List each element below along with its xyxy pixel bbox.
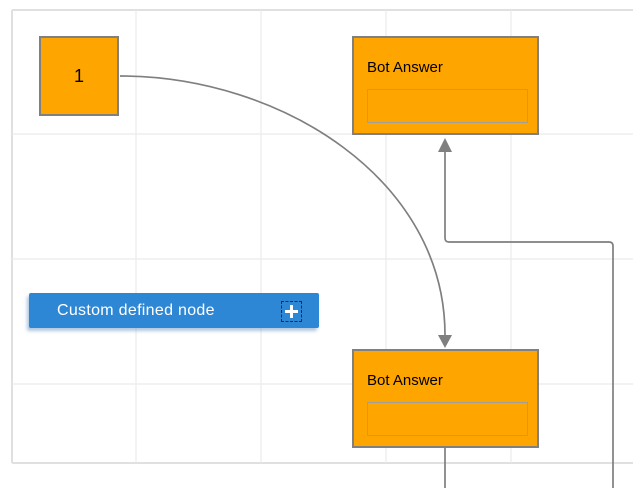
page-border: [11, 9, 633, 464]
connector-curve[interactable]: [119, 75, 452, 348]
node-start-label: 1: [73, 65, 84, 86]
node-title: Bot Answer: [367, 59, 443, 76]
add-node-button[interactable]: [281, 301, 302, 322]
arrowhead-up-icon: [438, 138, 452, 152]
node-custom-defined[interactable]: Custom defined node: [29, 293, 319, 328]
node-title: Bot Answer: [367, 372, 443, 389]
node-bot-answer-bottom[interactable]: Bot Answer: [352, 349, 539, 448]
curve-connector-line[interactable]: [119, 75, 446, 336]
custom-node-label: Custom defined node: [57, 301, 215, 319]
node-start[interactable]: 1: [39, 36, 119, 116]
plus-icon: [290, 305, 293, 318]
connector-orthogonal[interactable]: [438, 138, 614, 488]
orthogonal-connector-line[interactable]: [444, 152, 614, 488]
answer-input[interactable]: [367, 89, 528, 123]
node-bot-answer-top[interactable]: Bot Answer: [352, 36, 539, 135]
arrowhead-down-icon: [438, 335, 452, 348]
answer-input[interactable]: [367, 402, 528, 436]
